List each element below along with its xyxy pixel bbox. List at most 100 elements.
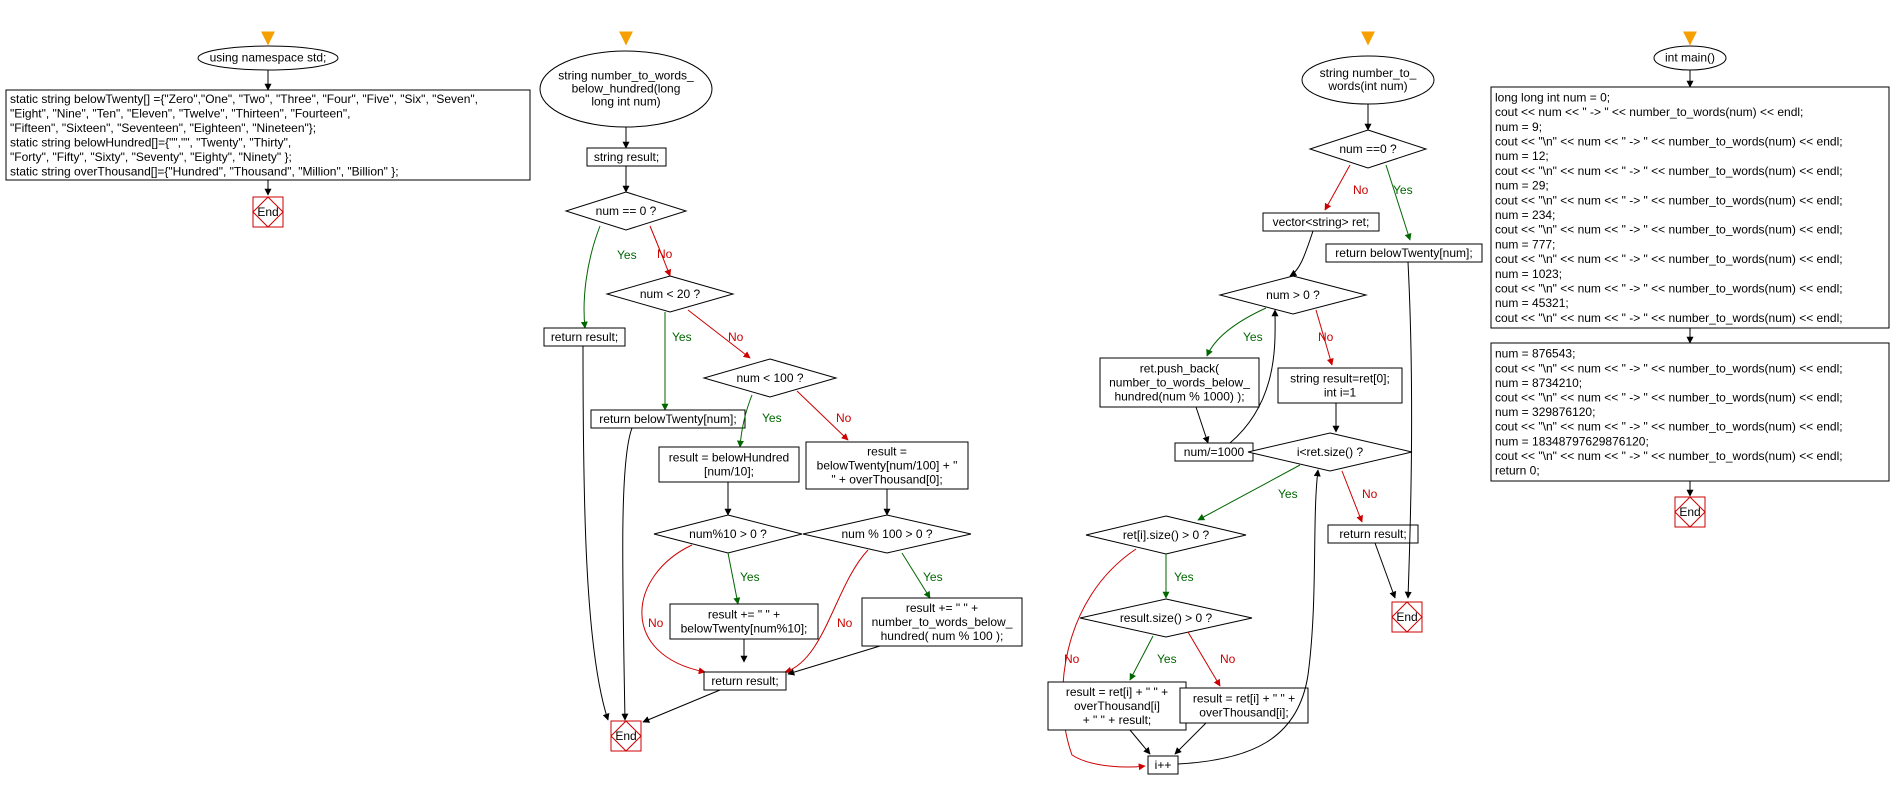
node-text: "Forty", "Fifty", "Sixty", "Seventy", "E…: [10, 150, 292, 164]
yes-label: Yes: [762, 411, 782, 425]
node-text: result = ret[i] + " " +: [1193, 691, 1295, 705]
node-text: cout << "\n" << num << " -> " << number_…: [1495, 223, 1843, 237]
node-text: num = 9;: [1495, 120, 1542, 134]
node-text: cout << "\n" << num << " -> " << number_…: [1495, 311, 1843, 325]
terminator-f2: string number_to_words(int num): [1301, 55, 1435, 105]
process-box-f2_r1: result = ret[i] + " " +overThousand[i]+ …: [1047, 681, 1187, 731]
node-text: num < 100 ?: [736, 371, 803, 385]
process-box-m2: num = 876543;cout << "\n" << num << " ->…: [1490, 342, 1890, 482]
end-label: End: [1679, 505, 1700, 519]
end-label: End: [615, 729, 636, 743]
decision-f1_d100: num < 100 ?: [702, 358, 838, 398]
node-text: result.size() > 0 ?: [1120, 611, 1213, 625]
node-text: belowTwenty[num/100] + ": [817, 458, 958, 472]
no-label: No: [836, 411, 852, 425]
yes-label: Yes: [740, 570, 760, 584]
node-text: below_hundred(long: [572, 82, 681, 96]
node-text: return belowTwenty[num];: [599, 412, 736, 426]
node-text: cout << "\n" << num << " -> " << number_…: [1495, 449, 1843, 463]
process-box-f1_add2: result += " " +number_to_words_below_hun…: [861, 597, 1023, 647]
node-text: cout << "\n" << num << " -> " << number_…: [1495, 281, 1843, 295]
node-text: num % 100 > 0 ?: [841, 527, 932, 541]
node-text: static string belowHundred[]={"","", "Tw…: [10, 135, 291, 149]
end-node-f1: End: [610, 720, 642, 752]
node-text: long long int num = 0;: [1495, 90, 1610, 104]
no-label: No: [657, 247, 673, 261]
node-text: num = 876543;: [1495, 347, 1575, 361]
node-text: int i=1: [1324, 385, 1357, 399]
node-text: string number_to_: [1320, 66, 1417, 80]
node-text: num ==0 ?: [1339, 142, 1397, 156]
node-text: i++: [1155, 758, 1172, 772]
edge-f1-d100b-no: [784, 549, 869, 674]
node-text: cout << "\n" << num << " -> " << number_…: [1495, 361, 1843, 375]
edge-f2-d0-no: [1324, 164, 1351, 211]
node-text: num = 45321;: [1495, 296, 1569, 310]
process-box-f2_vec: vector<string> ret;: [1262, 212, 1380, 232]
node-text: number_to_words_below_: [872, 615, 1013, 629]
node-text: num = 329876120;: [1495, 405, 1595, 419]
decision-f2_d0: num ==0 ?: [1308, 129, 1428, 169]
node-text: vector<string> ret;: [1273, 215, 1370, 229]
node-text: + " " + result;: [1083, 713, 1152, 727]
process-box-f1_bh: result = belowHundred[num/10];: [658, 446, 800, 483]
edge-f2-dsz-no: [1341, 470, 1363, 523]
no-label: No: [1220, 652, 1236, 666]
edge-f2-drs-no: [1187, 631, 1221, 687]
end-label: End: [257, 205, 278, 219]
node-text: i<ret.size() ?: [1297, 445, 1364, 459]
no-label: No: [728, 330, 744, 344]
edge-f2-dg0-yes: [1206, 307, 1267, 357]
decision-f2_dg0: num > 0 ?: [1218, 275, 1368, 315]
process-box-f2_rbt: return belowTwenty[num];: [1325, 243, 1483, 263]
edge-f2-inc-dsz: [1177, 469, 1321, 765]
edge-f2-vec-dg0: [1289, 230, 1314, 277]
node-text: int main(): [1665, 51, 1715, 65]
node-text: "Fifteen", "Sixteen", "Seventeen", "Eigh…: [10, 121, 316, 135]
node-text: num = 777;: [1495, 237, 1555, 251]
no-label: No: [1362, 487, 1378, 501]
edge-f1-ret1-end: [582, 345, 610, 721]
edge-f1-d20-no: [687, 309, 751, 359]
node-text: num > 0 ?: [1266, 288, 1320, 302]
node-text: result += " " +: [708, 607, 780, 621]
edge-f1-rbt-end: [621, 427, 633, 721]
node-text: "Eight", "Nine", "Ten", "Eleven", "Twelv…: [10, 106, 350, 120]
node-text: static string belowTwenty[] ={"Zero","On…: [10, 92, 478, 106]
node-text: num = 18348797629876120;: [1495, 434, 1649, 448]
process-box-f1_ret2: return result;: [703, 671, 787, 691]
process-box-f2_ret: return result;: [1327, 524, 1419, 544]
edge-f1-ret2-end: [642, 689, 721, 723]
yes-label: Yes: [1243, 330, 1263, 344]
node-text: num = 8734210;: [1495, 376, 1582, 390]
no-label: No: [1064, 652, 1080, 666]
edge-f2-rbt-end: [1404, 261, 1413, 599]
yes-label: Yes: [923, 570, 943, 584]
node-text: num < 20 ?: [640, 287, 701, 301]
node-text: ret.push_back(: [1140, 361, 1219, 375]
node-text: num/=1000: [1184, 445, 1245, 459]
yes-label: Yes: [1278, 487, 1298, 501]
node-text: num = 234;: [1495, 208, 1555, 222]
node-text: cout << "\n" << num << " -> " << number_…: [1495, 420, 1843, 434]
node-text: cout << "\n" << num << " -> " << number_…: [1495, 134, 1843, 148]
node-text: number_to_words_below_: [1109, 375, 1250, 389]
edge-f2-r1-inc: [1129, 729, 1151, 755]
node-text: num%10 > 0 ?: [689, 527, 767, 541]
terminator-f1: string number_to_words_below_hundred(lon…: [539, 50, 713, 128]
end-label: End: [1396, 610, 1417, 624]
node-text: num = 1023;: [1495, 267, 1562, 281]
edge-f1-d100-yes: [736, 394, 753, 448]
edge-f2-dsz-yes: [1197, 464, 1301, 521]
node-text: ret[i].size() > 0 ?: [1123, 528, 1210, 542]
node-text: using namespace std;: [210, 51, 327, 65]
decision-f1_d100b: num % 100 > 0 ?: [802, 514, 972, 554]
no-label: No: [837, 616, 853, 630]
node-text: belowTwenty[num%10];: [681, 621, 808, 635]
end-node-f2: End: [1391, 601, 1423, 633]
node-text: " + overThousand[0];: [831, 472, 942, 486]
decision-f2_dri: ret[i].size() > 0 ?: [1085, 515, 1247, 555]
end-node-m: End: [1674, 496, 1706, 528]
edge-f1-d100-no: [796, 390, 849, 441]
process-box-f2_push: ret.push_back(number_to_words_below_hund…: [1099, 357, 1260, 408]
